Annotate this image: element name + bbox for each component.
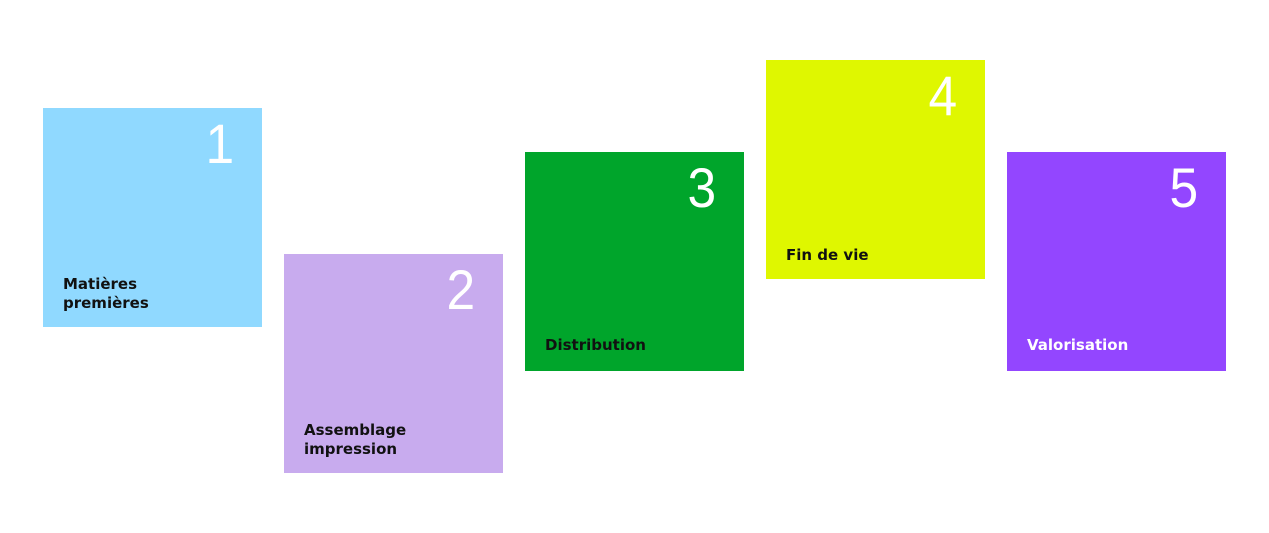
step-3-distribution: 3 Distribution: [525, 152, 744, 371]
step-number: 3: [687, 156, 716, 219]
step-5-valorisation: 5 Valorisation: [1007, 152, 1226, 371]
step-2-assemblage-impression: 2 Assemblage impression: [284, 254, 503, 473]
step-number: 2: [446, 258, 475, 321]
step-label: Valorisation: [1027, 336, 1197, 355]
step-number: 4: [928, 64, 957, 127]
step-label-line: Valorisation: [1027, 336, 1129, 354]
step-number: 1: [205, 112, 234, 175]
step-4-fin-de-vie: 4 Fin de vie: [766, 60, 985, 279]
step-1-matieres-premieres: 1 Matières premières: [43, 108, 262, 327]
step-label-line: Distribution: [545, 336, 646, 354]
step-label-line: impression: [304, 440, 398, 458]
step-label: Distribution: [545, 336, 715, 355]
step-number: 5: [1169, 156, 1198, 219]
step-label-line: Matières: [63, 275, 138, 293]
step-label: Matières premières: [63, 275, 233, 313]
step-label-line: Fin de vie: [786, 246, 869, 264]
step-label-line: Assemblage: [304, 421, 407, 439]
step-label: Fin de vie: [786, 246, 956, 265]
step-label: Assemblage impression: [304, 421, 474, 459]
step-label-line: premières: [63, 294, 149, 312]
